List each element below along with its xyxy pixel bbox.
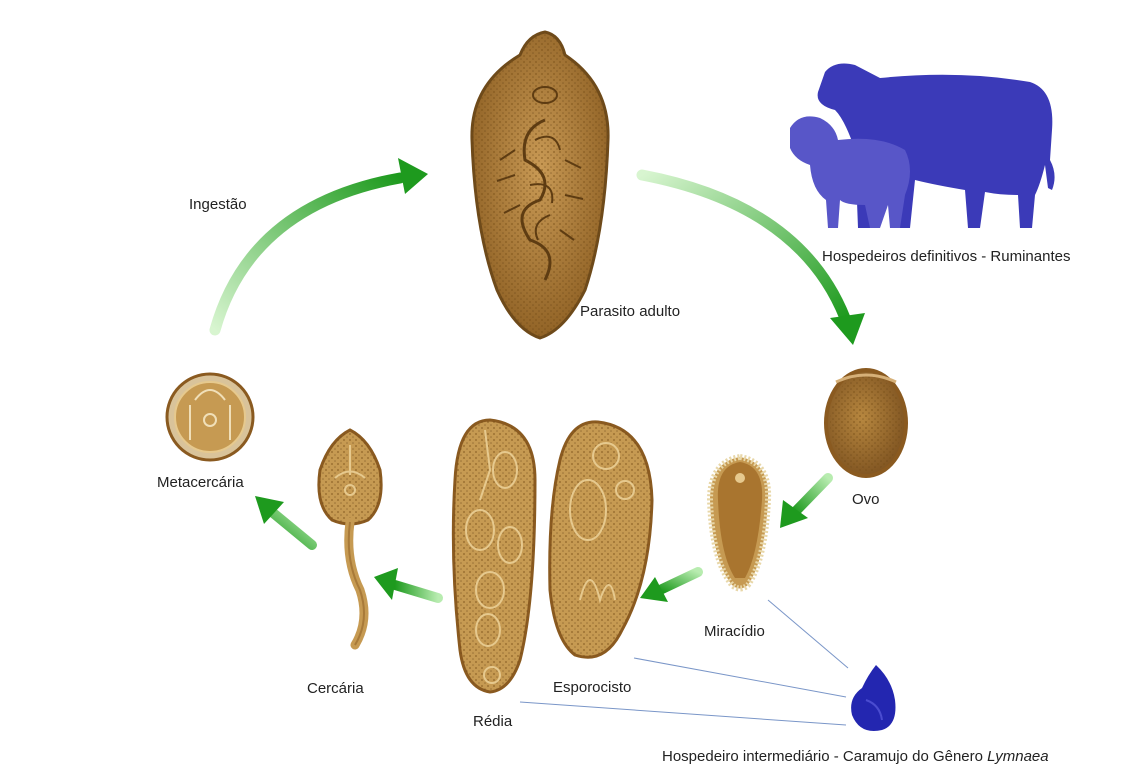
arrow-miracidium-to-sporocyst <box>640 572 698 602</box>
label-genus-lymnaea: Lymnaea <box>987 748 1048 765</box>
redia <box>453 420 535 692</box>
label-hospedeiro-intermediario: Hospedeiro intermediário - Caramujo do G… <box>662 748 1049 765</box>
label-redia: Rédia <box>473 713 512 730</box>
egg <box>826 370 906 476</box>
label-metacercaria: Metacercária <box>157 474 244 491</box>
label-ingestao: Ingestão <box>189 196 247 213</box>
label-ovo: Ovo <box>852 491 880 508</box>
label-hospedeiro-intermediario-text: Hospedeiro intermediário - Caramujo do G… <box>662 748 987 765</box>
cercaria <box>319 430 381 645</box>
miracidium <box>710 457 768 589</box>
metacercaria <box>167 374 253 460</box>
arrow-redia-to-cercaria <box>374 568 438 600</box>
snail-icon <box>851 665 895 731</box>
adult-parasite <box>472 32 608 338</box>
arrow-ingestion <box>215 158 428 330</box>
label-esporocisto: Esporocisto <box>553 679 631 696</box>
arrow-egg-to-miracidium <box>780 478 828 528</box>
label-hospedeiros-definitivos: Hospedeiros definitivos - Ruminantes <box>822 248 1070 265</box>
label-cercaria: Cercária <box>307 680 364 697</box>
label-miracidio: Miracídio <box>704 623 765 640</box>
arrow-cercaria-to-metacercaria <box>255 496 312 545</box>
label-parasito-adulto: Parasito adulto <box>580 303 680 320</box>
sporocyst <box>550 422 652 657</box>
